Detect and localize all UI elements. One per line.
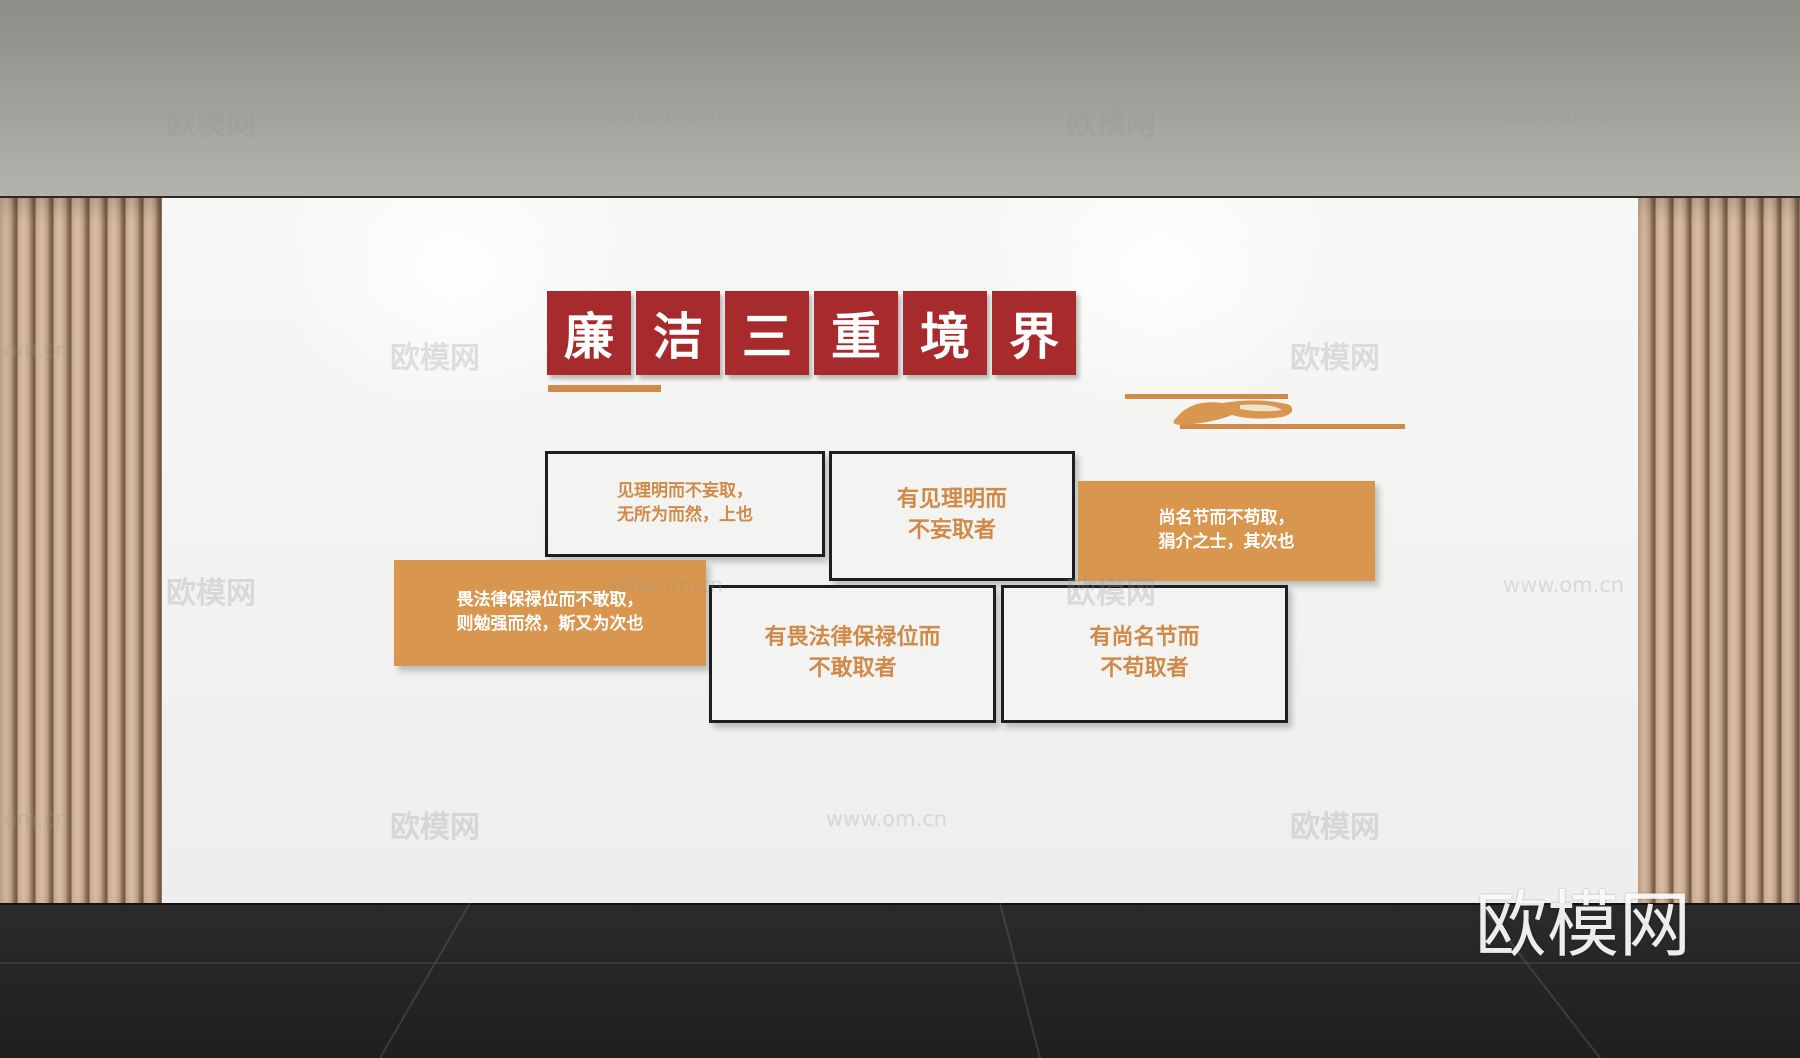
panel-text-line: 有见理明而 xyxy=(896,487,1007,513)
watermark-brand: 欧模网 xyxy=(1290,341,1380,376)
accent-bar-left xyxy=(548,385,661,392)
panel-text-line: 无所为而然，上也 xyxy=(617,505,753,525)
wall-title: 廉 洁 三 重 境 界 xyxy=(547,291,1076,375)
panel-text-line: 不妄取者 xyxy=(907,518,996,543)
floor-tile-lines xyxy=(0,903,1800,1058)
watermark-brand: 欧模网 xyxy=(166,107,256,142)
title-tile: 界 xyxy=(992,291,1076,375)
watermark-url: om.cn xyxy=(4,338,69,362)
title-tile: 廉 xyxy=(547,291,631,375)
wood-slat-panel-left xyxy=(0,198,162,903)
watermark-url: www.om.cn xyxy=(602,104,724,128)
watermark-brand: 欧模网 xyxy=(390,341,480,376)
watermark-corner-logo: 欧模网 xyxy=(1475,883,1692,967)
accent-bar-right-lower xyxy=(1180,424,1405,429)
panel-level-2-definition: 尚名节而不苟取， 狷介之士，其次也 xyxy=(1078,481,1375,581)
title-tile: 三 xyxy=(725,291,809,375)
panel-text-line: 畏法律保禄位而不敢取， xyxy=(456,590,644,611)
panel-text-line: 则勉强而然，斯又为次也 xyxy=(456,614,644,634)
title-tile: 洁 xyxy=(636,291,720,375)
watermark-brand: 欧模网 xyxy=(1290,810,1380,845)
panel-text-line: 有畏法律保禄位而 xyxy=(764,625,941,651)
watermark-url: www.om.cn xyxy=(826,807,948,831)
panel-level-1-heading: 有见理明而 不妄取者 xyxy=(829,451,1075,581)
panel-text-line: 狷介之士，其次也 xyxy=(1158,532,1295,552)
panel-text-line: 尚名节而不苟取， xyxy=(1158,508,1295,529)
panel-level-2-heading: 有尚名节而 不苟取者 xyxy=(1001,585,1288,723)
watermark-url: www.om.cn xyxy=(1503,573,1625,597)
panel-text-line: 不敢取者 xyxy=(808,656,897,681)
wood-slat-panel-right xyxy=(1638,198,1800,903)
watermark-url: om.cn xyxy=(4,807,69,831)
panel-level-3-heading: 有畏法律保禄位而 不敢取者 xyxy=(709,585,996,723)
title-tile: 重 xyxy=(814,291,898,375)
watermark-brand: 欧模网 xyxy=(1066,576,1156,611)
watermark-brand: 欧模网 xyxy=(166,576,256,611)
title-tile: 境 xyxy=(903,291,987,375)
watermark-url: www.om.cn xyxy=(602,573,724,597)
watermark-brand: 欧模网 xyxy=(390,810,480,845)
ceiling xyxy=(0,0,1800,198)
cloud-ornament-icon xyxy=(1173,400,1293,425)
panel-text-line: 有尚名节而 xyxy=(1089,625,1200,651)
accent-bar-right xyxy=(1125,394,1288,399)
panel-level-3-definition: 畏法律保禄位而不敢取， 则勉强而然，斯又为次也 xyxy=(394,560,706,666)
watermark-url: www.om.cn xyxy=(1503,104,1625,128)
panel-text-line: 不苟取者 xyxy=(1100,656,1189,681)
floor xyxy=(0,903,1800,1058)
panel-level-1-definition: 见理明而不妄取， 无所为而然，上也 xyxy=(545,451,825,557)
panel-text-line: 见理明而不妄取， xyxy=(617,481,753,502)
watermark-brand: 欧模网 xyxy=(1066,107,1156,142)
